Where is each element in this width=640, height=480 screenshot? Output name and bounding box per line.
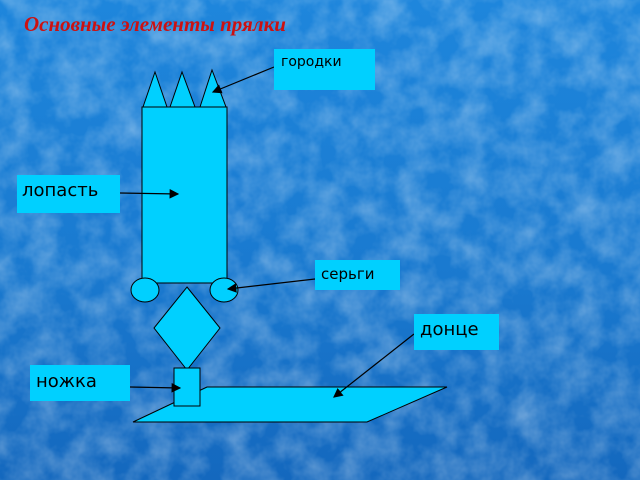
sergi-earring-left <box>130 277 160 303</box>
nozhka-leg <box>173 367 201 407</box>
label-sergi: серьги <box>315 260 400 290</box>
label-lopast: лопасть <box>17 175 120 213</box>
arrow-donce <box>333 333 415 398</box>
arrow-nozhka <box>129 383 182 393</box>
arrow-gorodki <box>211 66 275 94</box>
sergi-earring-right <box>209 277 239 303</box>
label-gorodki: городки <box>274 49 375 90</box>
slide-title: Основные элементы прялки <box>24 12 286 36</box>
arrow-lopast <box>119 189 180 199</box>
spinning-wheel-drawing <box>130 68 448 423</box>
label-donce: донце <box>414 314 499 350</box>
pointer-arrows <box>119 66 415 398</box>
arrow-sergi <box>226 278 316 293</box>
lopast-blade <box>141 106 228 284</box>
label-nozhka: ножка <box>30 365 130 401</box>
